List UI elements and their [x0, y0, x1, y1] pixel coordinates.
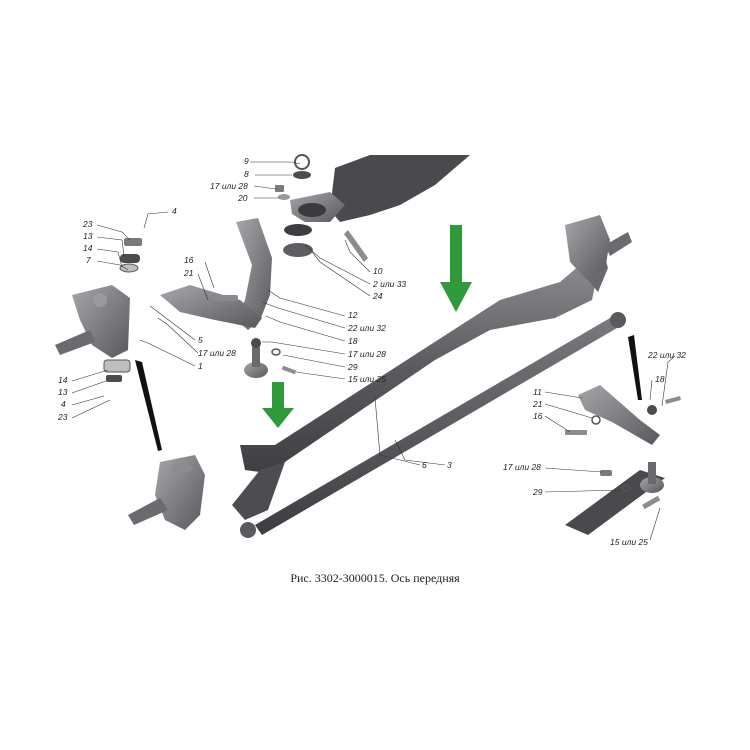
callout-13-bottom: 13	[58, 387, 68, 397]
frame-bracket	[290, 155, 470, 222]
callout-5: 5	[198, 335, 203, 345]
king-pin-bearings	[275, 154, 368, 262]
green-arrow-left	[262, 382, 294, 428]
callout-16-left: 16	[184, 255, 194, 265]
callout-18-right: 18	[655, 374, 665, 384]
callout-17-or-28-top: 17 или 28	[210, 181, 248, 191]
left-steering-knuckle	[128, 455, 205, 530]
callout-4-bottom: 4	[61, 399, 66, 409]
callout-29-left: 29	[347, 362, 358, 372]
callout-17-or-28-left: 17 или 28	[198, 348, 236, 358]
callout-7: 7	[86, 255, 91, 265]
leader-lines	[71, 161, 676, 541]
tie-rod	[240, 312, 626, 538]
pointer-right	[628, 335, 642, 400]
callout-21-right: 21	[532, 399, 543, 409]
right-ball-joint	[600, 462, 664, 510]
callout-20: 20	[237, 193, 248, 203]
callout-13-top: 13	[83, 231, 93, 241]
callout-4-top: 4	[172, 206, 177, 216]
callout-6: 6	[422, 460, 427, 470]
exploded-knuckle	[55, 238, 142, 382]
callout-11: 11	[533, 387, 542, 397]
callout-21-left: 21	[183, 268, 194, 278]
green-arrow-right	[440, 225, 472, 312]
callout-23-top: 23	[82, 219, 93, 229]
callout-1: 1	[198, 361, 203, 371]
pivot-lever	[160, 285, 262, 328]
callout-17-or-28-mid: 17 или 28	[348, 349, 386, 359]
callout-24: 24	[372, 291, 383, 301]
callout-14-bottom: 14	[58, 375, 68, 385]
spring-segment	[565, 470, 665, 535]
right-steering-knuckle	[565, 215, 632, 278]
callout-17-or-28-right: 17 или 28	[503, 462, 541, 472]
right-steering-arm	[565, 385, 681, 445]
left-ball-joint	[244, 338, 297, 378]
callout-22-or-32-left: 22 или 32	[347, 323, 386, 333]
axle-beam	[232, 240, 608, 520]
callout-labels: 9 8 17 или 28 20 4 23 13 14 7 16 21 5 17…	[57, 156, 686, 547]
callout-15-or-25-right: 15 или 25	[610, 537, 648, 547]
callout-22-or-32-right: 22 или 32	[647, 350, 686, 360]
callout-12: 12	[348, 310, 358, 320]
callout-8: 8	[244, 169, 249, 179]
callout-29-right: 29	[532, 487, 543, 497]
callout-18-left: 18	[348, 336, 358, 346]
callout-10: 10	[373, 266, 383, 276]
callout-15-or-25-left: 15 или 25	[348, 374, 386, 384]
callout-14-top: 14	[83, 243, 93, 253]
callout-3: 3	[447, 460, 452, 470]
green-arrows	[262, 225, 472, 428]
callout-16-right: 16	[533, 411, 543, 421]
callout-9: 9	[244, 156, 249, 166]
steering-arm-upper	[236, 218, 272, 330]
figure-caption: Рис. 3302-3000015. Ось передняя	[290, 571, 460, 585]
pointer-left	[135, 360, 162, 451]
callout-2-or-33: 2 или 33	[372, 279, 406, 289]
callout-23-bottom: 23	[57, 412, 68, 422]
